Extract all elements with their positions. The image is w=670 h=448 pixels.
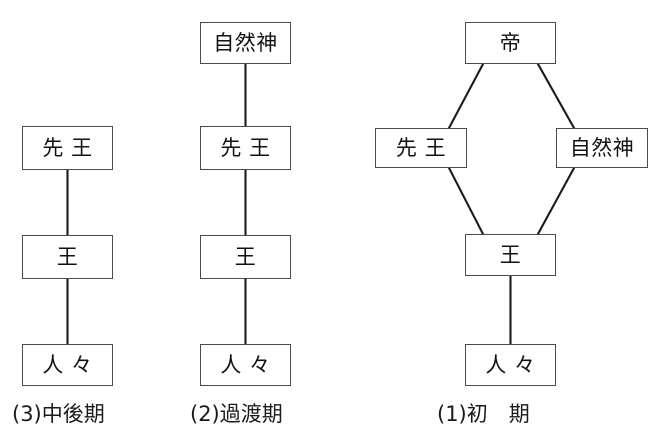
node-ou-middle-late[interactable]: 王	[22, 235, 113, 279]
node-ou-transition[interactable]: 王	[200, 235, 291, 279]
caption-early-period: (1)初 期	[437, 402, 530, 426]
node-hitobito-middle-late[interactable]: 人 々	[22, 344, 113, 386]
node-senou-transition[interactable]: 先 王	[200, 126, 291, 170]
node-tei-early[interactable]: 帝	[465, 22, 556, 64]
node-ou-early[interactable]: 王	[465, 234, 556, 276]
node-shizenshin-early[interactable]: 自然神	[556, 128, 648, 168]
edge-r-senou-ou	[447, 166, 485, 236]
node-shizenshin-transition[interactable]: 自然神	[200, 22, 291, 64]
node-hitobito-early[interactable]: 人 々	[465, 344, 556, 386]
edge-r-tei-senou	[447, 62, 485, 130]
node-senou-early[interactable]: 先 王	[375, 128, 467, 168]
node-senou-middle-late[interactable]: 先 王	[22, 126, 113, 170]
caption-middle-late-period: (3)中後期	[12, 402, 105, 426]
edge-r-tei-shizen	[536, 62, 576, 130]
edge-r-shizen-ou	[536, 166, 576, 236]
caption-transition-period: (2)過渡期	[190, 402, 283, 426]
node-hitobito-transition[interactable]: 人 々	[200, 344, 291, 386]
